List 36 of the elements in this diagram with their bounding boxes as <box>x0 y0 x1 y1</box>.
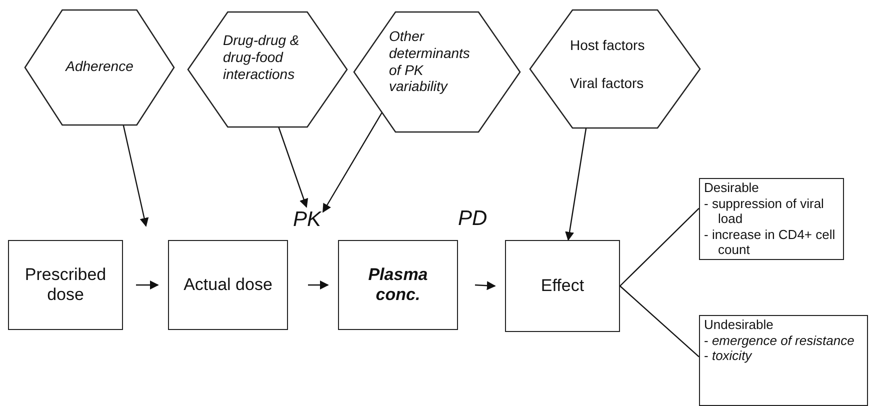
outcome-item: - emergence of resistance <box>704 332 856 348</box>
hexagon-box <box>530 10 700 128</box>
connector-line <box>620 286 700 358</box>
outcome-heading: Undesirable <box>704 317 774 333</box>
hexagon-box <box>354 12 520 132</box>
outcome-item: - toxicity <box>704 348 754 364</box>
hexagon-box <box>188 12 347 127</box>
factor-text: Other determinants of PK variability <box>389 28 471 96</box>
arrow <box>278 126 308 208</box>
process-box <box>168 240 288 330</box>
factor-text: Host factors <box>570 37 646 54</box>
outcome-box <box>699 315 868 406</box>
factor-text: Drug-drug & drug-food interactions <box>223 32 300 82</box>
outcome-item: - suppression of viral load <box>704 196 825 227</box>
arrow <box>308 280 329 290</box>
hexagon-box <box>25 10 174 125</box>
arrow <box>474 281 496 290</box>
step-text: Prescribed dose <box>24 264 108 306</box>
factor-text: Adherence <box>64 58 134 75</box>
step-text: Effect <box>540 276 586 296</box>
stage-label: PD <box>458 207 488 231</box>
arrow <box>565 128 587 241</box>
arrow <box>122 124 149 227</box>
connector-line <box>620 208 700 286</box>
outcome-box <box>699 178 844 260</box>
arrow <box>136 280 159 290</box>
arrow <box>322 112 383 213</box>
step-text: Plasma conc. <box>367 264 429 306</box>
outcome-heading: Desirable <box>704 180 760 196</box>
process-box <box>338 240 458 330</box>
process-box <box>505 240 620 332</box>
outcome-item: - increase in CD4+ cell count <box>704 226 836 258</box>
process-box <box>8 240 123 330</box>
stage-label: PK <box>293 207 323 232</box>
factor-text: Viral factors <box>570 75 645 92</box>
step-text: Actual dose <box>182 274 274 296</box>
